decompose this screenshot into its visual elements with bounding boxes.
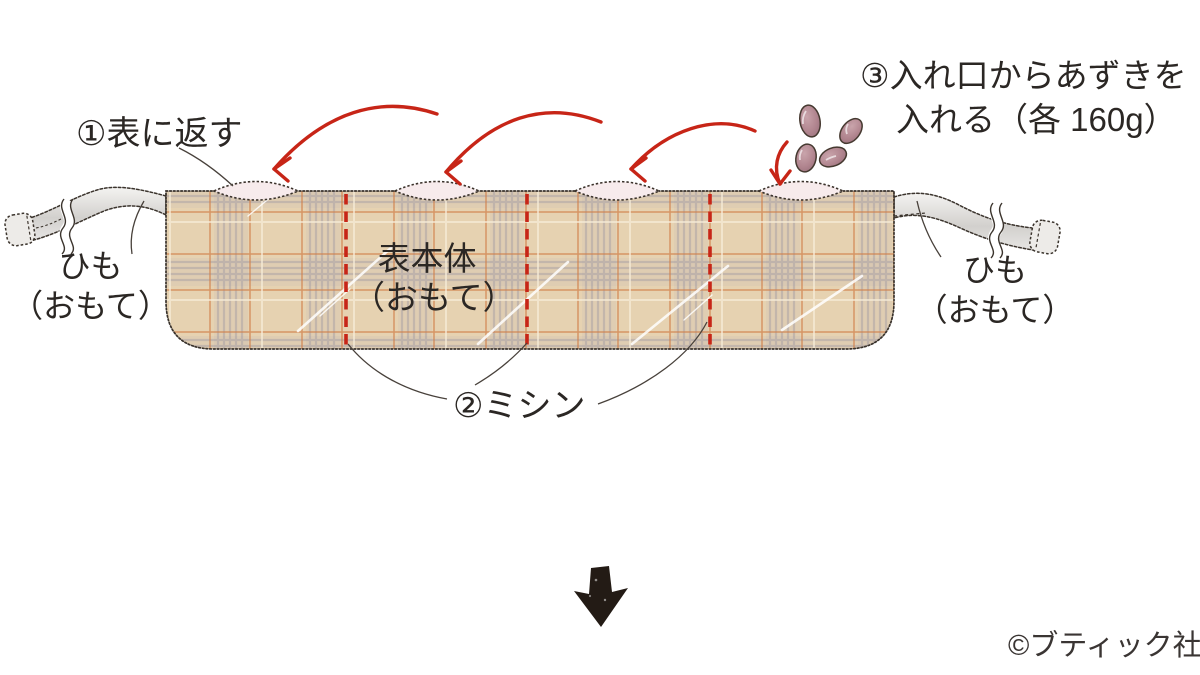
fabric-body-label-line2: （おもて） <box>352 279 516 316</box>
feed-arrow-4 <box>769 140 792 186</box>
opening-3 <box>573 180 661 201</box>
cord-left <box>4 186 167 258</box>
step3-label-line2: 入れる（各 160g） <box>896 101 1177 138</box>
cord-right-label-line1: ひも <box>962 252 1027 288</box>
cord-left-break-mark <box>59 195 76 258</box>
step3-label: ③入れ口からあずきを 入れる（各 160g） <box>860 54 1187 142</box>
cord-junction-stitches <box>165 193 927 218</box>
feed-arrow-1 <box>272 104 439 183</box>
leader-stitch-2 <box>474 342 528 386</box>
cord-right-label: ひも （おもて） <box>915 250 1075 330</box>
step1-label: ①表に返す <box>76 115 243 153</box>
step3-label-line1: ③入れ口からあずきを <box>860 57 1187 94</box>
leader-step1 <box>178 147 234 187</box>
cord-right <box>893 192 1061 262</box>
step2-label: ②ミシン <box>453 387 586 425</box>
leader-stitch-3 <box>597 321 708 405</box>
cord-left-label-line2: （おもて） <box>11 288 170 324</box>
cord-left-label: ひも （おもて） <box>8 246 173 326</box>
leader-stitch-1 <box>347 343 448 400</box>
fabric-body-label: 表本体 （おもて） <box>352 239 516 317</box>
opening-2 <box>393 180 481 201</box>
fabric-body <box>165 190 895 350</box>
copyright-text: ©ブティック社 <box>1008 630 1200 662</box>
down-arrow-icon <box>574 566 628 627</box>
cord-left-end-cap <box>4 212 36 247</box>
fabric-body-label-line1: 表本体 <box>377 240 477 277</box>
cord-right-end-cap <box>1029 219 1061 255</box>
leader-cord-left <box>130 200 145 255</box>
opening-1 <box>212 180 300 201</box>
leader-lines <box>130 147 942 405</box>
cord-left-label-line1: ひも <box>58 248 123 284</box>
cord-right-break-mark <box>988 199 1005 262</box>
opening-4 <box>757 180 845 201</box>
cord-right-label-line2: （おもて） <box>915 292 1075 328</box>
leader-cord-right <box>916 200 942 258</box>
feed-arrow-3 <box>629 122 757 183</box>
feed-arrow-2 <box>444 110 603 186</box>
fabric-shine-streaks <box>247 195 864 346</box>
azuki-beans-icon <box>795 104 863 173</box>
